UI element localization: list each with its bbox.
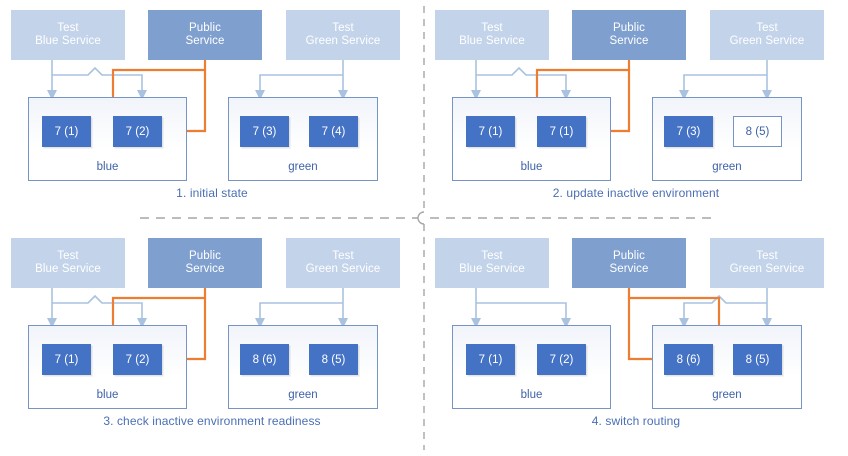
svc-line-2: Blue Service	[35, 263, 101, 275]
svc-line-1: Public	[189, 21, 221, 34]
svc-line-2: Blue Service	[459, 263, 525, 275]
panel-caption: 2. update inactive environment	[552, 186, 720, 200]
svc-line-1: Test	[57, 21, 79, 34]
svc-line-1: Test	[57, 249, 79, 262]
environment-label: blue	[96, 161, 119, 173]
pod[interactable]: 8 (5)	[733, 344, 782, 375]
environment-blue: 7 (1) 7 (2) blue	[28, 325, 187, 409]
svc-line-1: Public	[189, 249, 221, 262]
pod[interactable]: 7 (1)	[466, 116, 515, 147]
pod[interactable]: 7 (2)	[537, 344, 586, 375]
svc-line-2: Green Service	[729, 263, 805, 275]
svc-line-2: Blue Service	[459, 35, 525, 47]
svc-line-2: Service	[609, 35, 649, 47]
panel-caption: 1. initial state	[176, 186, 248, 200]
environment-blue: 7 (1) 7 (1) blue	[452, 97, 611, 181]
pod[interactable]: 7 (1)	[537, 116, 586, 147]
environment-green: 7 (3) 7 (4) green	[228, 97, 378, 181]
pod[interactable]: 7 (3)	[240, 116, 289, 147]
svc-line-2: Green Service	[305, 35, 381, 47]
svc-line-2: Service	[185, 263, 225, 275]
environment-label: green	[288, 389, 318, 401]
pod[interactable]: 7 (4)	[309, 116, 358, 147]
environment-blue: 7 (1) 7 (2) blue	[28, 97, 187, 181]
panel-caption: 4. switch routing	[591, 414, 681, 428]
environment-green: 8 (6) 8 (5) green	[652, 325, 802, 409]
environment-green: 8 (6) 8 (5) green	[228, 325, 378, 409]
svc-line-1: Test	[756, 21, 778, 34]
svc-line-1: Test	[756, 249, 778, 262]
pod[interactable]: 8 (6)	[240, 344, 289, 375]
pod[interactable]: 7 (2)	[113, 344, 162, 375]
pod[interactable]: 7 (1)	[466, 344, 515, 375]
svc-line-2: Green Service	[729, 35, 805, 47]
pod[interactable]: 7 (1)	[42, 344, 91, 375]
pod[interactable]: 8 (6)	[664, 344, 713, 375]
svc-line-1: Test	[332, 21, 354, 34]
svc-line-2: Green Service	[305, 263, 381, 275]
pod[interactable]: 7 (2)	[113, 116, 162, 147]
environment-label: blue	[520, 161, 543, 173]
pod[interactable]: 7 (3)	[664, 116, 713, 147]
environment-label: blue	[520, 389, 543, 401]
svc-line-1: Test	[481, 21, 503, 34]
environment-label: green	[288, 161, 318, 173]
environment-label: green	[712, 161, 742, 173]
environment-blue: 7 (1) 7 (2) blue	[452, 325, 611, 409]
environment-label: blue	[96, 389, 119, 401]
svc-line-1: Public	[613, 21, 645, 34]
pod[interactable]: 7 (1)	[42, 116, 91, 147]
svc-line-2: Service	[185, 35, 225, 47]
svc-line-2: Service	[609, 263, 649, 275]
pod-pending[interactable]: 8 (5)	[733, 116, 782, 147]
svc-line-1: Public	[613, 249, 645, 262]
svc-line-1: Test	[481, 249, 503, 262]
svc-line-2: Blue Service	[35, 35, 101, 47]
environment-green: 7 (3) 8 (5) green	[652, 97, 802, 181]
environment-label: green	[712, 389, 742, 401]
pod[interactable]: 8 (5)	[309, 344, 358, 375]
svc-line-1: Test	[332, 249, 354, 262]
panel-caption: 3. check inactive environment readiness	[103, 414, 321, 428]
